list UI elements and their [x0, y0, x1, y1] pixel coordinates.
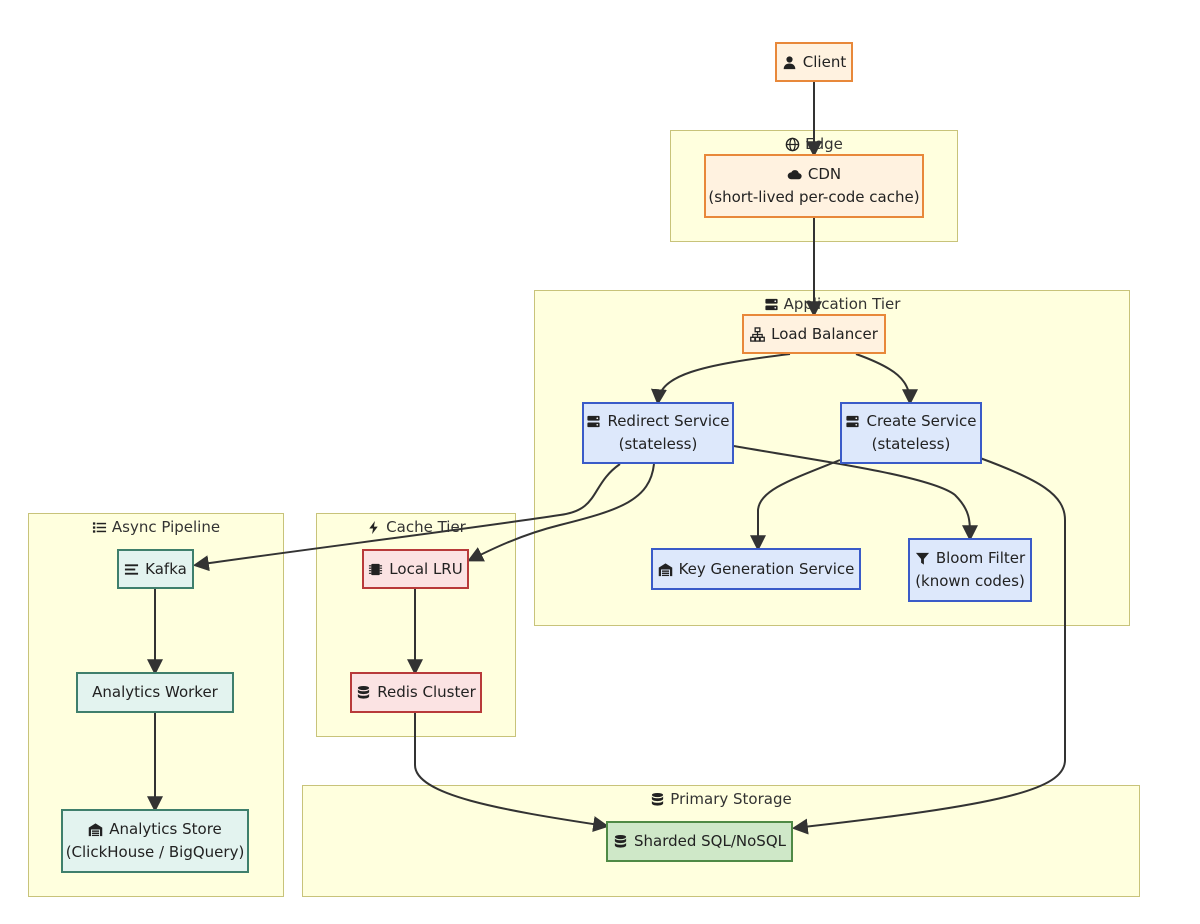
node-analytics-worker[interactable]: Analytics Worker	[76, 672, 234, 713]
node-local-lru[interactable]: Local LRU	[362, 549, 469, 589]
node-analytics-worker-label: Analytics Worker	[92, 683, 218, 701]
warehouse-icon	[658, 562, 673, 577]
filter-icon	[915, 551, 930, 566]
group-edge-title: Edge	[805, 135, 843, 153]
server-icon	[586, 414, 601, 429]
bolt-icon	[366, 520, 381, 535]
node-redirect-service-label: Redirect Service	[607, 412, 730, 430]
database-icon	[356, 685, 371, 700]
network-icon	[750, 326, 766, 342]
user-icon	[782, 55, 797, 70]
node-load-balancer[interactable]: Load Balancer	[742, 314, 886, 354]
node-kafka[interactable]: Kafka	[117, 549, 194, 589]
node-redis-cluster-label: Redis Cluster	[377, 683, 476, 701]
node-bloom-filter[interactable]: Bloom Filter (known codes)	[908, 538, 1032, 602]
node-client-label: Client	[802, 52, 847, 71]
node-kafka-label: Kafka	[145, 559, 187, 578]
list-icon	[92, 520, 107, 535]
warehouse-icon	[88, 822, 103, 837]
node-analytics-store-label: Analytics Store	[109, 820, 222, 838]
node-sharded-sql-nosql[interactable]: Sharded SQL/NoSQL	[606, 821, 793, 862]
node-cdn[interactable]: CDN (short-lived per-code cache)	[704, 154, 924, 218]
node-key-generation-service[interactable]: Key Generation Service	[651, 548, 861, 590]
node-create-service[interactable]: Create Service (stateless)	[840, 402, 982, 464]
server-icon	[845, 414, 860, 429]
node-sharded-sql-nosql-label: Sharded SQL/NoSQL	[634, 832, 786, 850]
node-redirect-service-sublabel: (stateless)	[618, 435, 698, 453]
bars-icon	[124, 562, 139, 577]
node-load-balancer-label: Load Balancer	[771, 324, 878, 343]
chip-icon	[368, 562, 383, 577]
group-primary-storage-label: Primary Storage	[303, 790, 1139, 808]
group-application-tier-label: Application Tier	[535, 295, 1129, 313]
group-primary-storage-title: Primary Storage	[670, 790, 792, 808]
node-client[interactable]: Client	[775, 42, 853, 82]
node-local-lru-label: Local LRU	[389, 559, 463, 578]
node-create-service-label: Create Service	[866, 412, 977, 430]
group-cache-tier-title: Cache Tier	[386, 518, 466, 536]
node-bloom-filter-label: Bloom Filter	[935, 549, 1026, 567]
group-edge-label: Edge	[671, 135, 957, 153]
node-key-generation-service-label: Key Generation Service	[678, 559, 855, 578]
group-cache-tier-label: Cache Tier	[317, 518, 515, 536]
group-async-pipeline-label: Async Pipeline	[29, 518, 283, 536]
server-icon	[764, 297, 779, 312]
database-icon	[613, 834, 628, 849]
globe-icon	[785, 137, 800, 152]
node-cdn-label: CDN	[807, 165, 842, 183]
node-create-service-sublabel: (stateless)	[871, 435, 951, 453]
node-cdn-sublabel: (short-lived per-code cache)	[708, 188, 920, 206]
group-application-tier-title: Application Tier	[783, 295, 901, 313]
node-analytics-store[interactable]: Analytics Store (ClickHouse / BigQuery)	[61, 809, 249, 873]
node-redirect-service[interactable]: Redirect Service (stateless)	[582, 402, 734, 464]
cloud-icon	[787, 167, 802, 182]
node-redis-cluster[interactable]: Redis Cluster	[350, 672, 482, 713]
database-icon	[650, 792, 665, 807]
group-async-pipeline-title: Async Pipeline	[111, 518, 221, 536]
node-analytics-store-sublabel: (ClickHouse / BigQuery)	[65, 843, 245, 861]
node-bloom-filter-sublabel: (known codes)	[915, 572, 1025, 590]
